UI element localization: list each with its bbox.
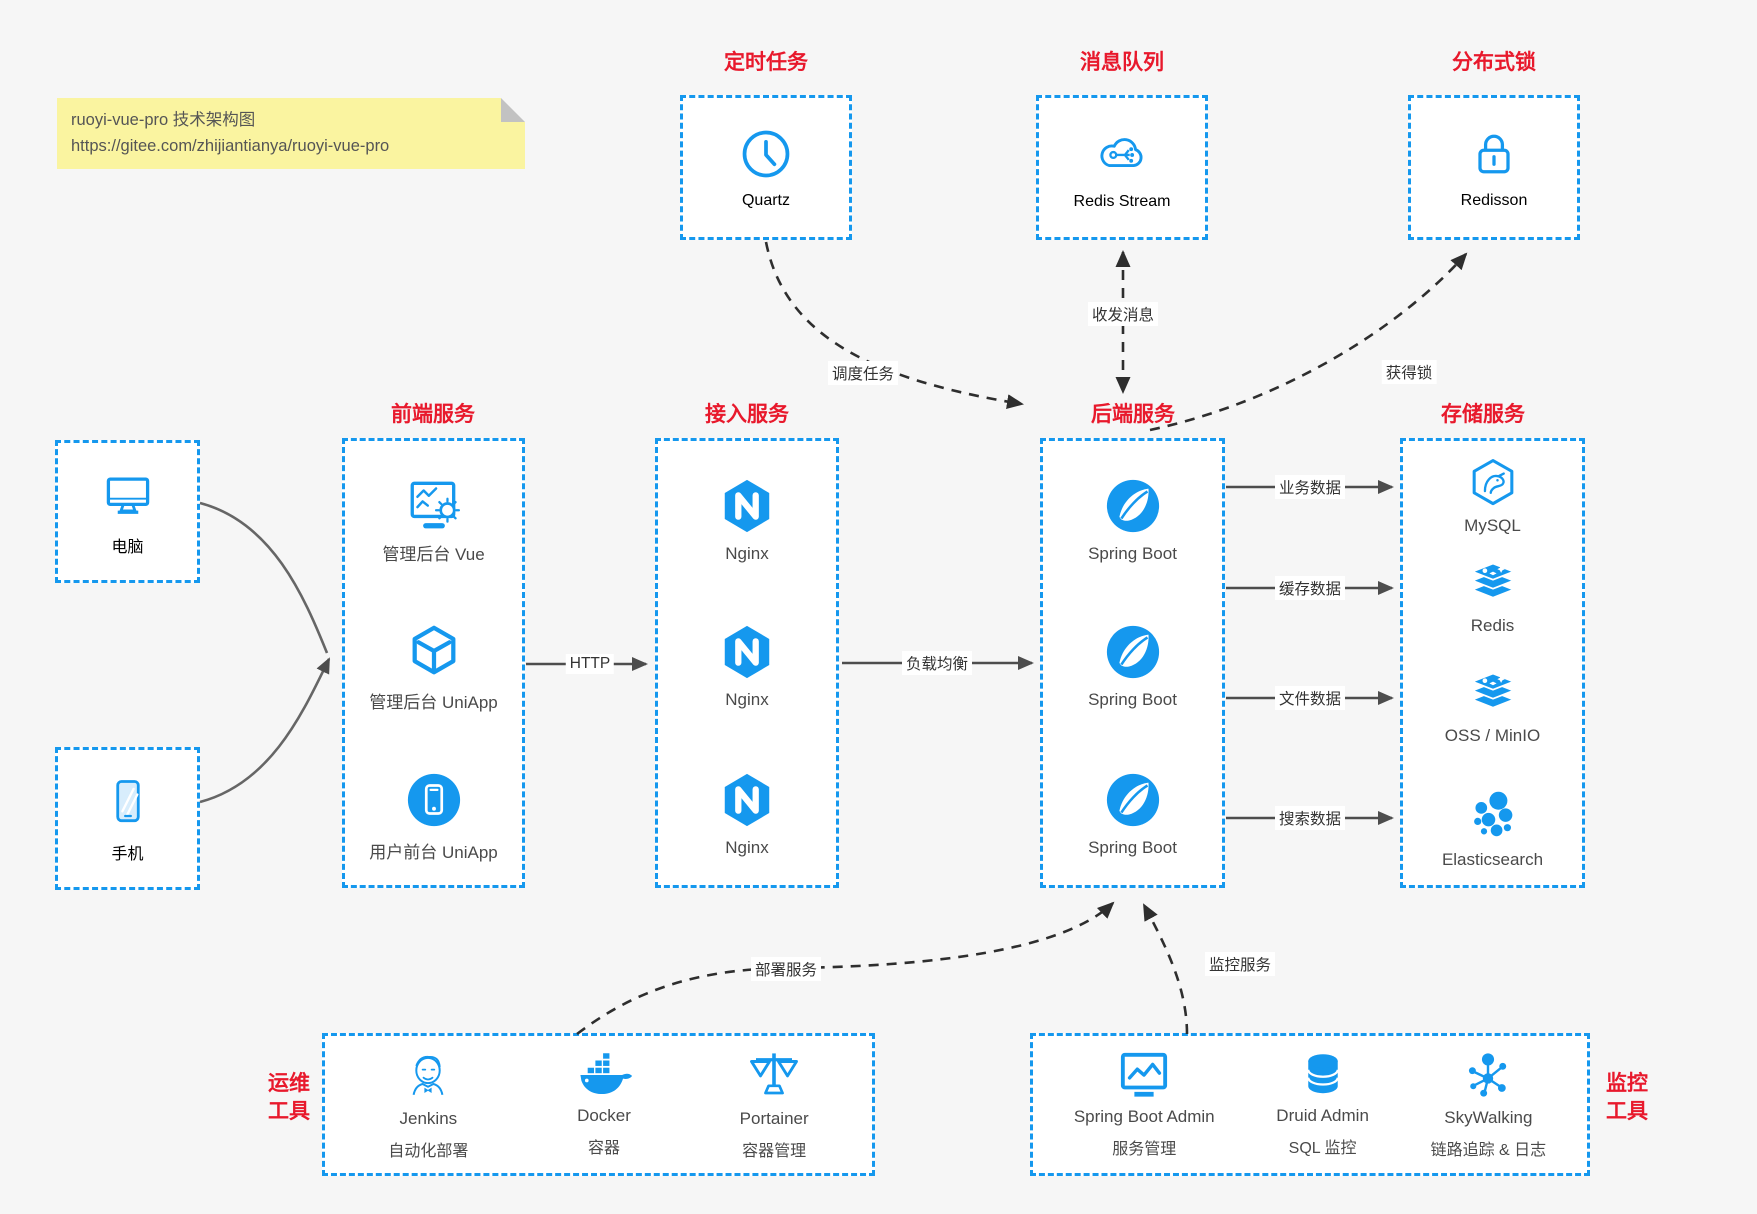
backend-box: Spring Boot Spring Boot Spring Boot	[1040, 438, 1225, 888]
nginx-label: Nginx	[725, 544, 769, 563]
sticky-note: ruoyi-vue-pro 技术架构图 https://gitee.com/zh…	[57, 98, 525, 170]
elasticsearch-label: Elasticsearch	[1441, 850, 1544, 869]
schedule-task-label: 调度任务	[827, 361, 899, 385]
gateway-box: Nginx Nginx Nginx	[655, 438, 839, 888]
monitor-service-curve	[1142, 903, 1189, 1035]
http-label: HTTP	[565, 654, 615, 674]
druid-item: Druid Admin SQL 监控	[1276, 1051, 1369, 1157]
title-backend: 后端服务	[1091, 403, 1175, 426]
skywalking-item: SkyWalking 链路追踪 & 日志	[1430, 1049, 1547, 1159]
clock-icon	[738, 126, 794, 182]
mysql-label: MySQL	[1464, 516, 1521, 535]
note-fold-corner	[501, 98, 525, 122]
frontend-box: 管理后台 Vue 管理后台 UniApp 用户前台 UniApp	[342, 438, 525, 888]
spring-icon	[1104, 477, 1162, 535]
skywalking-name: SkyWalking	[1444, 1108, 1533, 1128]
jenkins-name: Jenkins	[399, 1109, 458, 1129]
redis-icon	[1466, 563, 1520, 609]
spring-icon	[1104, 623, 1162, 681]
druid-name: Druid Admin	[1276, 1106, 1369, 1126]
mobile-to-frontend-line	[199, 657, 331, 804]
docker-desc: 容器	[587, 1139, 620, 1157]
druid-icon	[1297, 1051, 1349, 1099]
nginx-icon	[718, 771, 776, 829]
message-queue-label: 收发消息	[1087, 302, 1159, 326]
phone-icon	[100, 774, 156, 830]
redisson-box: Redisson	[1408, 95, 1580, 240]
elasticsearch-icon	[1466, 789, 1520, 843]
skywalking-desc: 链路追踪 & 日志	[1430, 1141, 1547, 1159]
nginx-label: Nginx	[725, 690, 769, 709]
desktop-icon	[100, 467, 156, 523]
mobile-client-box: 手机	[55, 747, 200, 890]
spring-boot-label: Spring Boot	[1088, 690, 1177, 709]
file-data-label: 文件数据	[1274, 686, 1346, 710]
spring-boot-admin-item: Spring Boot Admin 服务管理	[1074, 1050, 1215, 1158]
user-app-icon	[405, 771, 463, 829]
druid-desc: SQL 监控	[1288, 1139, 1357, 1157]
note-title: ruoyi-vue-pro 技术架构图	[71, 111, 256, 129]
portainer-icon	[747, 1048, 801, 1102]
docker-name: Docker	[577, 1106, 631, 1126]
oss-icon	[1466, 673, 1520, 719]
mobile-client-label: 手机	[111, 845, 144, 863]
spring-icon	[1104, 771, 1162, 829]
quartz-box: Quartz	[680, 95, 852, 240]
redis-label: Redis	[1470, 616, 1515, 635]
ops-tools-box: Jenkins 自动化部署 Docker 容器	[322, 1033, 875, 1176]
spring-boot-label: Spring Boot	[1088, 544, 1177, 563]
user-uniapp-label: 用户前台 UniApp	[369, 843, 498, 862]
admin-vue-icon	[405, 477, 463, 531]
load-balance-label: 负载均衡	[901, 651, 973, 675]
redis-stream-box: Redis Stream	[1036, 95, 1208, 240]
cloud-network-icon	[1093, 125, 1151, 183]
jenkins-item: Jenkins 自动化部署	[388, 1048, 468, 1160]
deploy-service-label: 部署服务	[750, 957, 822, 981]
redis-stream-label: Redis Stream	[1073, 192, 1171, 210]
search-data-label: 搜索数据	[1274, 806, 1346, 830]
business-data-label: 业务数据	[1274, 475, 1346, 499]
spring-boot-admin-name: Spring Boot Admin	[1073, 1107, 1215, 1127]
portainer-desc: 容器管理	[742, 1142, 807, 1160]
admin-vue-label: 管理后台 Vue	[382, 545, 485, 564]
pc-client-label: 电脑	[111, 538, 144, 556]
pc-to-frontend-line	[199, 501, 329, 654]
jenkins-desc: 自动化部署	[388, 1142, 469, 1160]
oss-minio-label: OSS / MinIO	[1444, 726, 1541, 745]
title-storage: 存储服务	[1441, 403, 1525, 426]
uniapp-cube-icon	[405, 623, 463, 679]
redisson-label: Redisson	[1460, 191, 1528, 209]
title-frontend: 前端服务	[391, 403, 475, 426]
ops-tools-title: 运维 工具	[268, 1072, 310, 1124]
spring-boot-admin-icon	[1117, 1050, 1171, 1100]
title-message-queue: 消息队列	[1080, 51, 1164, 74]
acquire-lock-label: 获得锁	[1381, 360, 1437, 384]
docker-icon	[575, 1051, 633, 1099]
cache-data-label: 缓存数据	[1274, 576, 1346, 600]
nginx-label: Nginx	[725, 838, 769, 857]
title-scheduled-tasks: 定时任务	[724, 51, 808, 74]
title-distributed-lock: 分布式锁	[1452, 51, 1536, 74]
spring-boot-label: Spring Boot	[1088, 838, 1177, 857]
monitoring-tools-box: Spring Boot Admin 服务管理 Druid Admin SQL 监…	[1030, 1033, 1590, 1176]
storage-box: MySQL Redis	[1400, 438, 1585, 888]
jenkins-icon	[401, 1048, 455, 1102]
nginx-icon	[718, 623, 776, 681]
monitor-service-label: 监控服务	[1204, 952, 1276, 976]
quartz-label: Quartz	[741, 191, 790, 209]
lock-icon	[1466, 126, 1522, 182]
title-gateway: 接入服务	[705, 403, 789, 426]
note-url: https://gitee.com/zhijiantianya/ruoyi-vu…	[71, 136, 390, 155]
pc-client-box: 电脑	[55, 440, 200, 583]
skywalking-icon	[1462, 1049, 1514, 1101]
docker-item: Docker 容器	[575, 1051, 633, 1157]
monitoring-tools-title: 监控 工具	[1606, 1072, 1648, 1124]
portainer-item: Portainer 容器管理	[740, 1048, 809, 1160]
portainer-name: Portainer	[739, 1109, 809, 1129]
mysql-icon	[1466, 457, 1520, 509]
nginx-icon	[718, 477, 776, 535]
deploy-service-curve	[576, 901, 1115, 1036]
admin-uniapp-label: 管理后台 UniApp	[369, 693, 498, 712]
spring-boot-admin-desc: 服务管理	[1112, 1140, 1177, 1158]
